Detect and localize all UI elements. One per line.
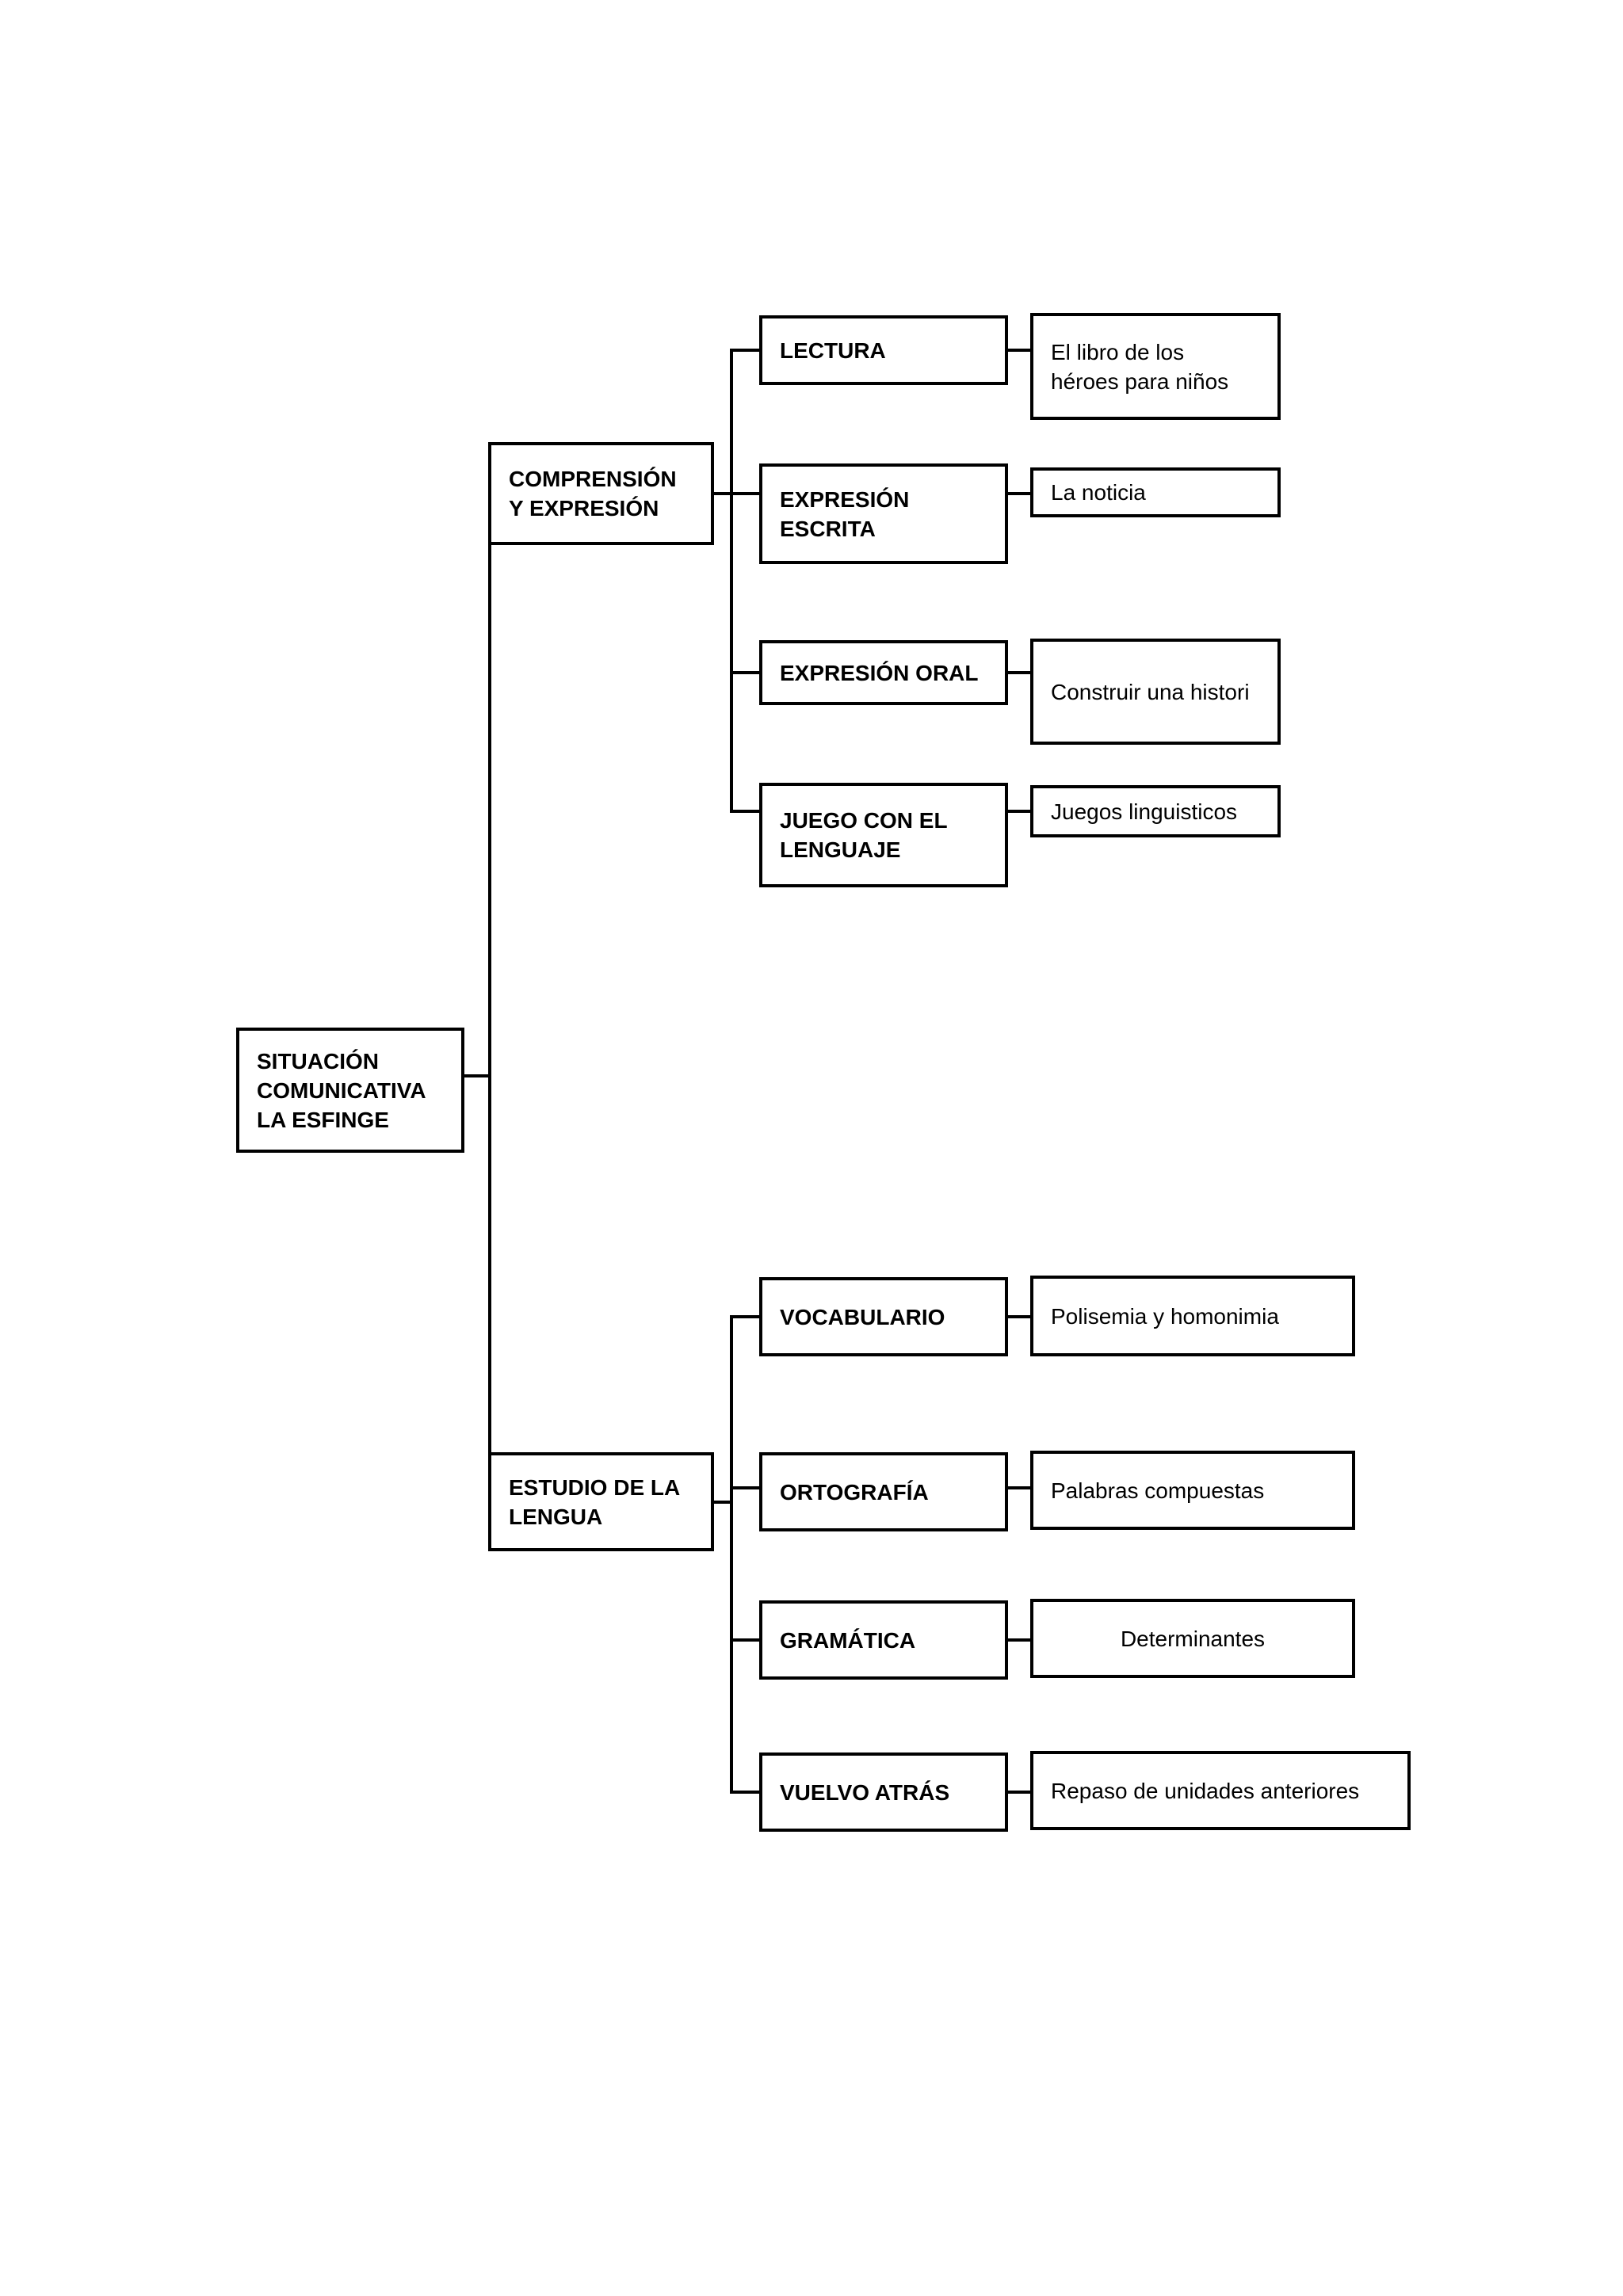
node-vocabulario: VOCABULARIO bbox=[759, 1277, 1008, 1356]
content-juego-con-el-lenguaje: Juegos linguisticos bbox=[1030, 785, 1281, 837]
content-label-line: La noticia bbox=[1051, 480, 1146, 505]
node-label-line: COMPRENSIÓN bbox=[509, 467, 677, 491]
node-lectura: LECTURA bbox=[759, 315, 1008, 385]
content-label-line: Polisemia y homonimia bbox=[1051, 1303, 1279, 1329]
content-vocabulario: Polisemia y homonimia bbox=[1030, 1276, 1355, 1356]
node-label-line: SITUACIÓN bbox=[257, 1048, 379, 1074]
connector-juego-right bbox=[1008, 810, 1030, 813]
connector-lectura-right bbox=[1008, 349, 1030, 352]
connector-left-trunk bbox=[488, 545, 491, 1452]
node-label-line: LENGUAJE bbox=[780, 837, 901, 862]
content-label-line: Juegos linguisticos bbox=[1051, 799, 1238, 824]
connector-lectura-left bbox=[730, 349, 759, 352]
connector-oral-right bbox=[1008, 671, 1030, 674]
connector-comprension-escrita bbox=[713, 492, 759, 495]
connector-vocabulario-left bbox=[730, 1315, 759, 1318]
connector-vuelvo-left bbox=[730, 1791, 759, 1794]
node-ortografia: ORTOGRAFÍA bbox=[759, 1452, 1008, 1531]
connector-ortografia-right bbox=[1008, 1486, 1030, 1489]
node-label-line: GRAMÁTICA bbox=[780, 1627, 916, 1653]
content-label-line: Repaso de unidades anteriores bbox=[1051, 1778, 1360, 1803]
content-label-line: Palabras compuestas bbox=[1051, 1478, 1265, 1503]
connector-root-stub bbox=[464, 1074, 488, 1077]
content-vuelvo-atras: Repaso de unidades anteriores bbox=[1030, 1751, 1411, 1830]
connector-escrita-right bbox=[1008, 492, 1030, 495]
connector-top-trunk bbox=[730, 349, 733, 813]
content-expresion-oral: Construir una histori bbox=[1030, 639, 1281, 745]
node-gramatica: GRAMÁTICA bbox=[759, 1600, 1008, 1680]
content-label-line: Determinantes bbox=[1120, 1626, 1266, 1651]
node-label-line: LA ESFINGE bbox=[257, 1107, 389, 1132]
node-label-line: ORTOGRAFÍA bbox=[780, 1479, 929, 1505]
content-label-line: Construir una histori bbox=[1051, 679, 1250, 704]
node-label-line: ESTUDIO DE LA bbox=[509, 1474, 681, 1500]
connector-vocabulario-right bbox=[1008, 1315, 1030, 1318]
node-label-line: EXPRESIÓN ORAL bbox=[780, 660, 979, 685]
node-expresion-oral: EXPRESIÓN ORAL bbox=[759, 640, 1008, 705]
node-expresion-escrita: EXPRESIÓN ESCRITA bbox=[759, 463, 1008, 564]
node-label-line: LENGUA bbox=[509, 1504, 603, 1529]
connector-bottom-trunk bbox=[730, 1315, 733, 1794]
content-lectura: El libro de los héroes para niños bbox=[1030, 313, 1281, 420]
connector-gramatica-left bbox=[730, 1638, 759, 1642]
connector-gramatica-right bbox=[1008, 1638, 1030, 1642]
connector-ortografia-left bbox=[730, 1486, 759, 1489]
content-ortografia: Palabras compuestas bbox=[1030, 1451, 1355, 1530]
node-vuelvo-atras: VUELVO ATRÁS bbox=[759, 1753, 1008, 1832]
node-label-line: VOCABULARIO bbox=[780, 1304, 945, 1329]
connector-estudio-stub bbox=[712, 1501, 733, 1504]
node-label-line: VUELVO ATRÁS bbox=[780, 1779, 950, 1805]
content-label-line: héroes para niños bbox=[1051, 368, 1229, 394]
node-label-line: LECTURA bbox=[780, 338, 886, 363]
node-label-line: COMUNICATIVA bbox=[257, 1077, 426, 1103]
node-situacion-comunicativa: SITUACIÓN COMUNICATIVA LA ESFINGE bbox=[236, 1028, 464, 1153]
connector-juego-left bbox=[730, 810, 759, 813]
content-label-line: El libro de los bbox=[1051, 339, 1185, 364]
node-label-line: Y EXPRESIÓN bbox=[509, 496, 659, 521]
node-label-line: ESCRITA bbox=[780, 516, 876, 541]
node-comprension-y-expresion: COMPRENSIÓN Y EXPRESIÓN bbox=[488, 442, 714, 545]
node-estudio-de-la-lengua: ESTUDIO DE LA LENGUA bbox=[488, 1452, 714, 1551]
connector-oral-left bbox=[730, 671, 759, 674]
node-label-line: JUEGO CON EL bbox=[780, 808, 948, 833]
node-juego-con-el-lenguaje: JUEGO CON EL LENGUAJE bbox=[759, 783, 1008, 887]
connector-vuelvo-right bbox=[1008, 1791, 1030, 1794]
node-label-line: EXPRESIÓN bbox=[780, 486, 910, 512]
content-gramatica: Determinantes bbox=[1030, 1599, 1355, 1678]
content-expresion-escrita: La noticia bbox=[1030, 467, 1281, 517]
